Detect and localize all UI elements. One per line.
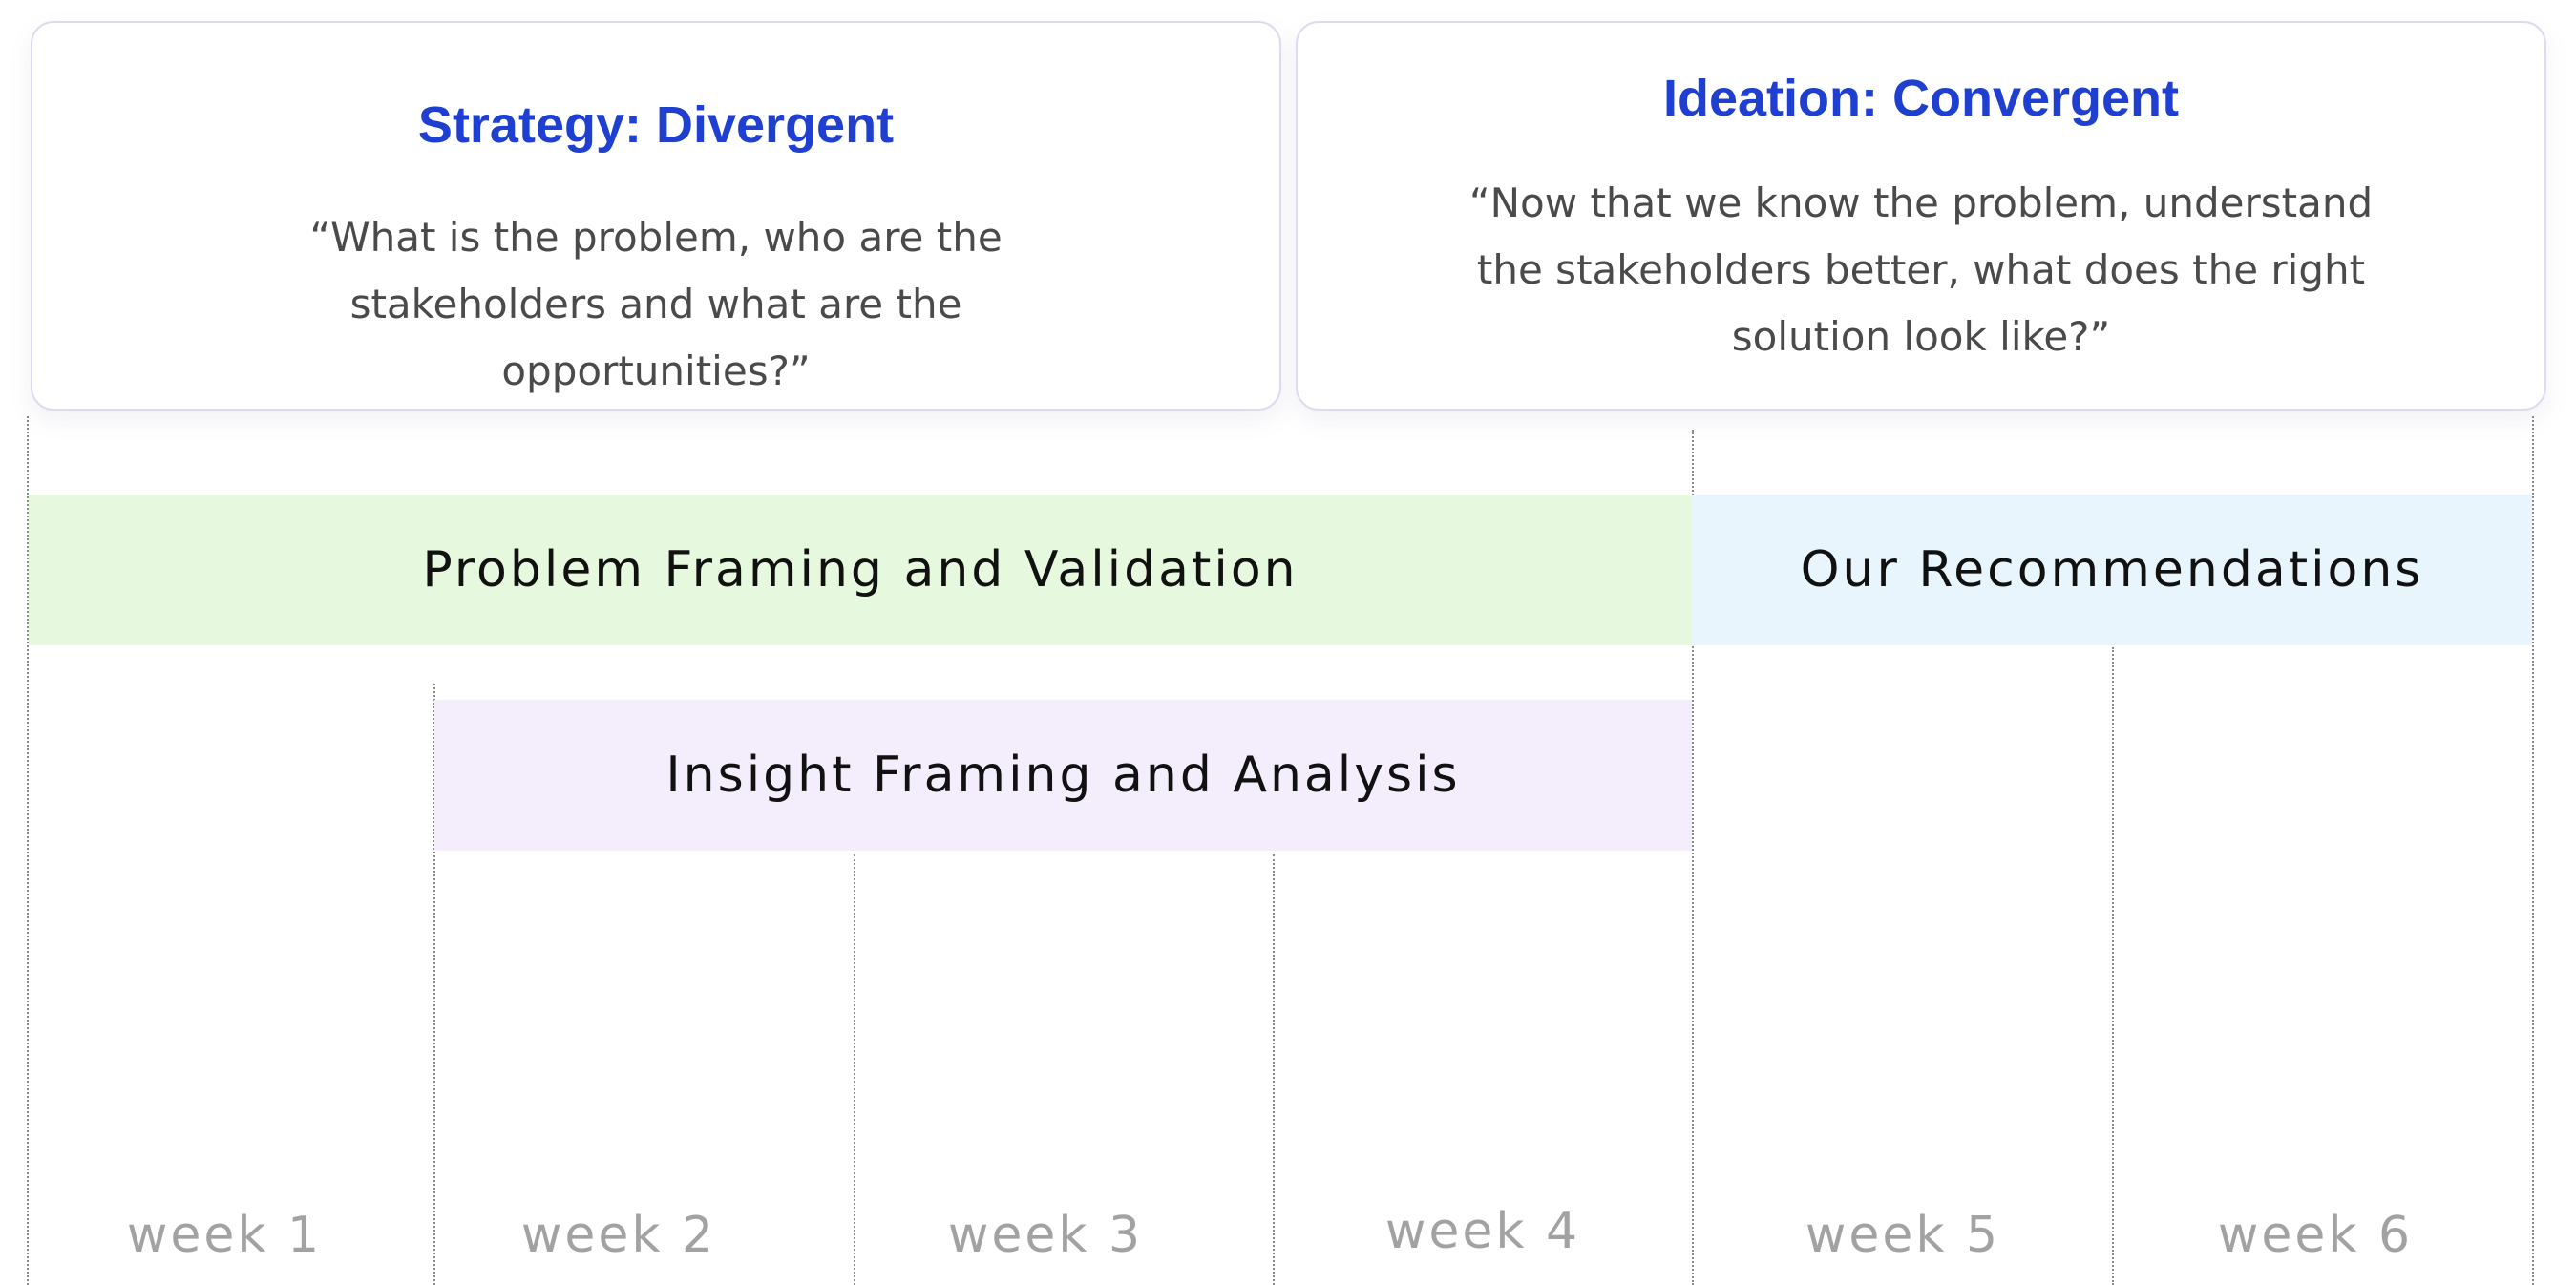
divider-line-week-4-5	[1692, 430, 1694, 1285]
ideation-title: Ideation: Convergent	[1662, 70, 2180, 127]
ideation-quote: “Now that we know the problem, understan…	[1468, 179, 2374, 360]
week-label: week 5	[1805, 1207, 2001, 1264]
strategy-card: Strategy: Divergent “What is the problem…	[31, 21, 1281, 411]
divider-line-left-edge	[27, 416, 29, 1285]
ideation-card: Ideation: Convergent “Now that we know t…	[1296, 21, 2546, 411]
week-label: week 6	[2217, 1207, 2414, 1264]
divider-line-week-5-6	[2112, 647, 2114, 1285]
divider-line-week-2-3	[854, 854, 855, 1285]
insight-framing-bar: Insight Framing and Analysis	[434, 700, 1692, 851]
problem-framing-label: Problem Framing and Validation	[422, 541, 1299, 599]
week-label: week 3	[947, 1207, 1144, 1264]
strategy-title: Strategy: Divergent	[417, 96, 895, 154]
problem-framing-bar: Problem Framing and Validation	[29, 495, 1692, 645]
recommendations-label: Our Recommendations	[1800, 541, 2424, 599]
week-label: week 4	[1384, 1203, 1581, 1260]
divider-line-week-1-2	[433, 684, 435, 1285]
week-label: week 1	[126, 1207, 323, 1264]
insight-framing-label: Insight Framing and Analysis	[665, 747, 1461, 804]
divider-line-right-edge	[2532, 416, 2534, 1285]
divider-line-week-3-4	[1273, 854, 1275, 1285]
strategy-quote: “What is the problem, who are the stakeh…	[309, 214, 1003, 394]
recommendations-bar: Our Recommendations	[1692, 495, 2532, 645]
week-label: week 2	[520, 1207, 717, 1264]
